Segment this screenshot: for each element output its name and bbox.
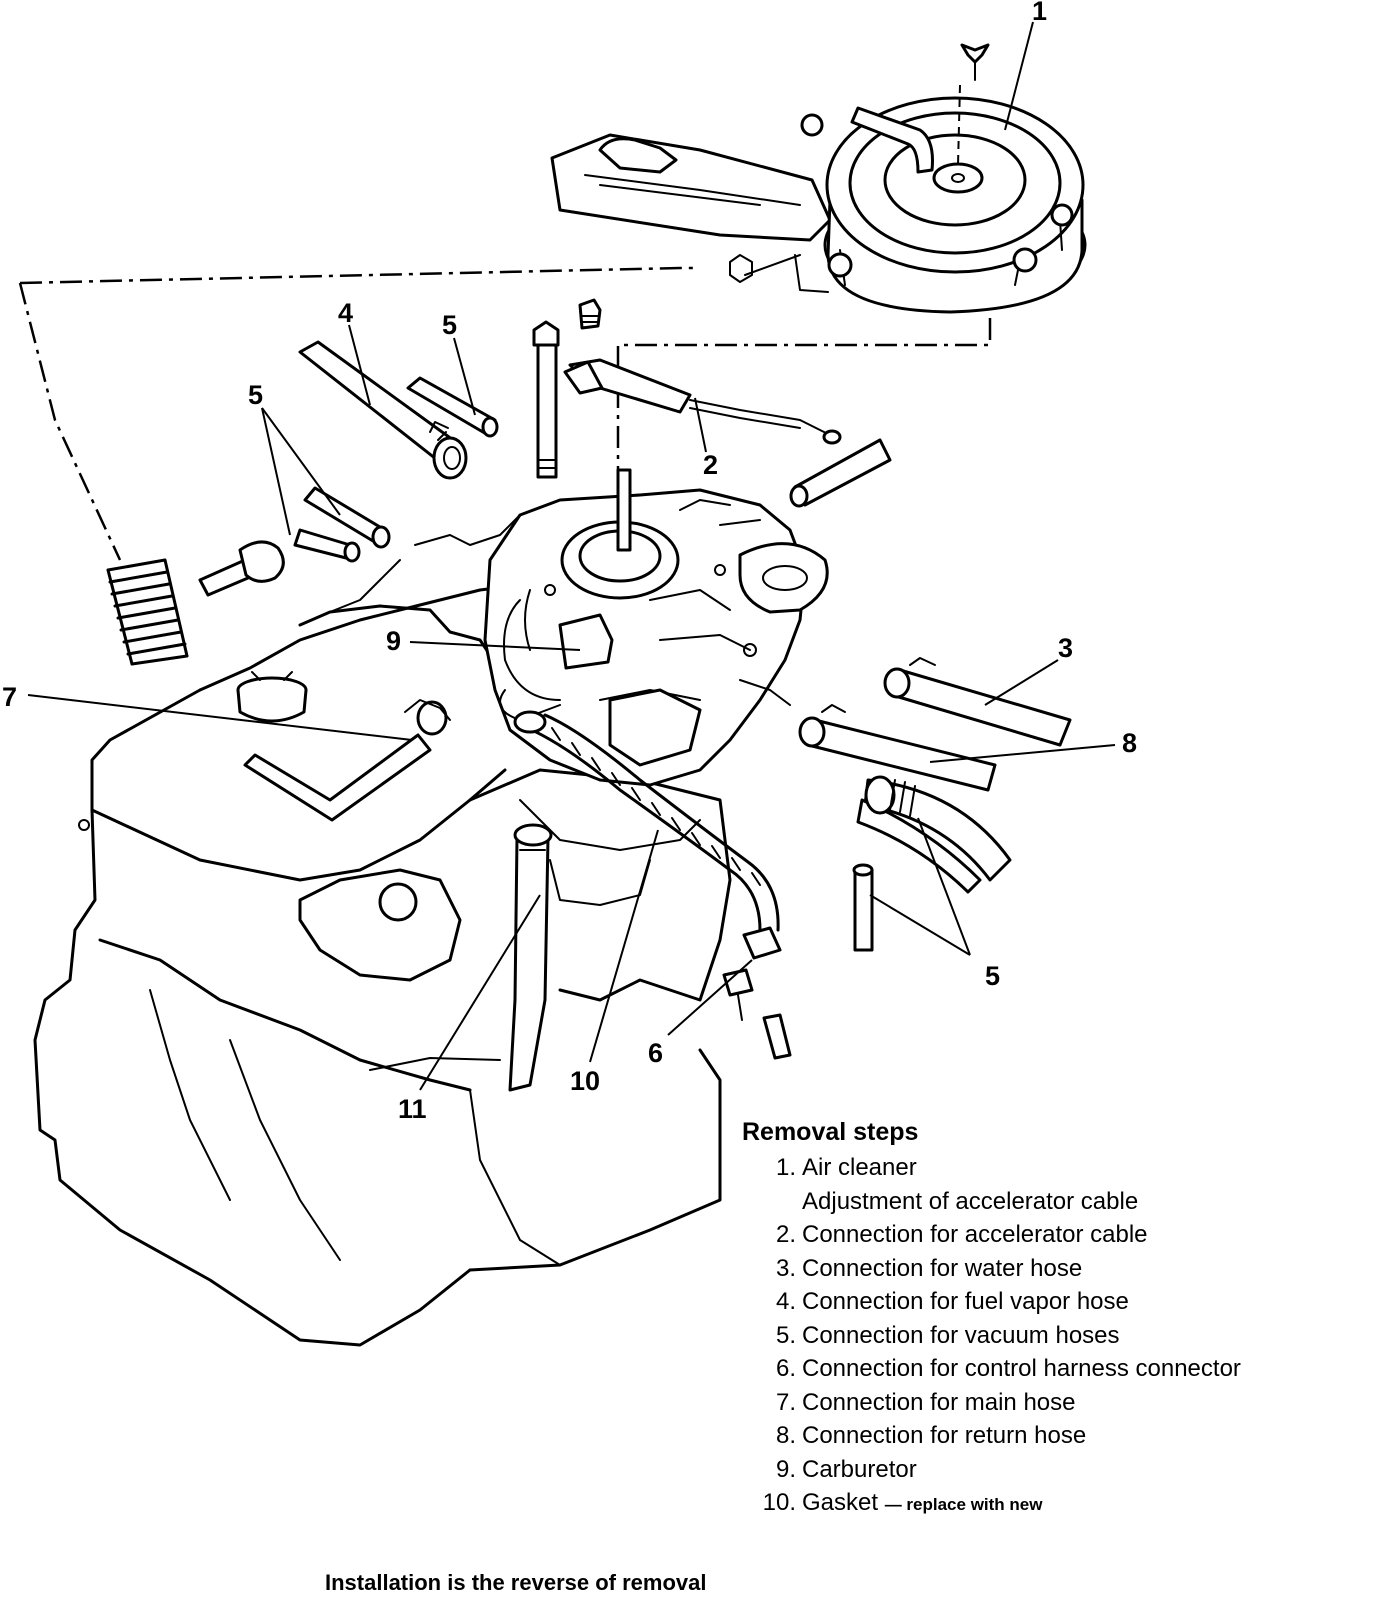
step-text: Connection for accelerator cable bbox=[802, 1221, 1148, 1248]
step-number: 10. bbox=[762, 1489, 796, 1516]
mounting-stud bbox=[532, 298, 602, 479]
callout-5-left: 5 bbox=[248, 380, 263, 410]
carburetor bbox=[483, 468, 829, 787]
step-number: 1. bbox=[775, 1154, 796, 1181]
step-text: Air cleaner bbox=[802, 1154, 917, 1181]
step-number: 5. bbox=[775, 1321, 796, 1349]
step-text: Connection for control harness connector bbox=[802, 1355, 1241, 1382]
vacuum-hose-curved bbox=[856, 775, 1012, 894]
callout-10: 10 bbox=[570, 1066, 600, 1096]
fuel-vapor-hose bbox=[298, 340, 468, 480]
callout-5-upper: 5 bbox=[442, 310, 457, 340]
step-number: 3. bbox=[775, 1254, 796, 1282]
water-hose bbox=[883, 657, 1072, 747]
installation-note: Installation is the reverse of removal bbox=[325, 1570, 707, 1595]
callout-labels: 1 2 3 4 5 5 5 6 7 8 9 10 11 bbox=[2, 0, 1137, 1124]
return-hose bbox=[798, 704, 997, 792]
main-hose bbox=[243, 699, 451, 822]
step-text: Connection for vacuum hoses bbox=[802, 1321, 1120, 1349]
callout-4: 4 bbox=[338, 298, 353, 328]
step-text: Adjustment of accelerator cable bbox=[802, 1187, 1139, 1215]
callout-3: 3 bbox=[1058, 633, 1073, 663]
callout-9: 9 bbox=[386, 626, 401, 656]
step-number: 2. bbox=[775, 1221, 796, 1248]
legend-step: 2.Connection for accelerator cable bbox=[742, 1218, 1241, 1252]
step-number: 8. bbox=[775, 1422, 796, 1449]
callout-2: 2 bbox=[703, 450, 718, 480]
step-number: 4. bbox=[775, 1288, 796, 1315]
step-text: Connection for return hose bbox=[802, 1422, 1087, 1449]
step-text: Carburetor bbox=[802, 1455, 917, 1483]
callout-8: 8 bbox=[1122, 728, 1137, 758]
spring bbox=[106, 558, 189, 666]
legend-title: Removal steps bbox=[742, 1118, 919, 1146]
step-note: — replace with new bbox=[884, 1495, 1043, 1514]
legend-step: Adjustment of accelerator cable bbox=[742, 1185, 1241, 1219]
air-cleaner bbox=[550, 43, 1087, 314]
callout-7: 7 bbox=[2, 682, 17, 712]
legend-step: 5.Connection for vacuum hoses bbox=[742, 1319, 1241, 1353]
legend-step: 3.Connection for water hose bbox=[742, 1252, 1241, 1286]
vacuum-hoses-left bbox=[198, 486, 391, 597]
alignment-lines bbox=[18, 266, 992, 561]
hose-right-upper bbox=[789, 438, 892, 508]
step-number: 9. bbox=[775, 1455, 796, 1483]
legend-step: 1.Air cleaner bbox=[742, 1151, 1241, 1185]
fuel-hose-11 bbox=[508, 823, 553, 1092]
legend-step: 8.Connection for return hose bbox=[742, 1419, 1241, 1453]
callout-5-lower: 5 bbox=[985, 961, 1000, 991]
step-number: 6. bbox=[775, 1355, 796, 1382]
removal-steps-legend: Removal steps 1.Air cleaner Adjustment o… bbox=[742, 1118, 1241, 1520]
short-vacuum-hose-top bbox=[406, 376, 499, 438]
callout-6: 6 bbox=[648, 1038, 663, 1068]
legend-step: 7.Connection for main hose bbox=[742, 1386, 1241, 1420]
step-text: Connection for main hose bbox=[802, 1388, 1076, 1416]
accelerator-cable bbox=[563, 358, 842, 445]
step-text: Connection for water hose bbox=[802, 1254, 1083, 1282]
callout-1: 1 bbox=[1032, 0, 1047, 26]
callout-11: 11 bbox=[398, 1094, 427, 1124]
step-text: Connection for fuel vapor hose bbox=[802, 1288, 1129, 1315]
legend-step: 9.Carburetor bbox=[742, 1453, 1241, 1487]
legend-step: 4.Connection for fuel vapor hose bbox=[742, 1285, 1241, 1319]
legend-step: 10.Gasket — replace with new bbox=[742, 1486, 1241, 1520]
step-number: 7. bbox=[775, 1388, 796, 1416]
step-text: Gasket bbox=[802, 1489, 879, 1516]
legend-step: 6.Connection for control harness connect… bbox=[742, 1352, 1241, 1386]
oil-filler-cap bbox=[236, 671, 308, 723]
short-vacuum-hose-bottom bbox=[852, 863, 874, 952]
leader-lines bbox=[27, 21, 1116, 1091]
